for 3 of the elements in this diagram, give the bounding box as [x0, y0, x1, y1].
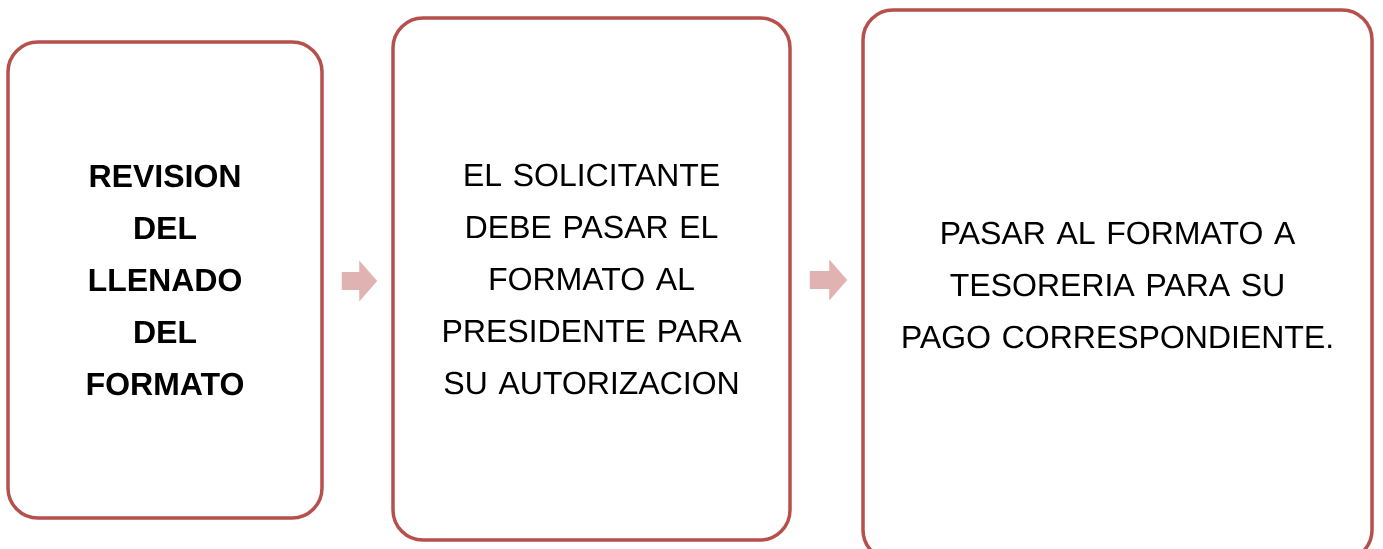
process-box: PASAR AL FORMATO A TESORERIA PARA SU PAGO CORRESPONDIENTE.: [861, 8, 1374, 549]
process-box: REVISION DEL LLENADO DEL FORMATO: [6, 40, 324, 520]
process-box: EL SOLICITANTE DEBE PASAR EL FORMATO AL PRESIDENTE PARA SU AUTORIZACION: [391, 16, 792, 542]
